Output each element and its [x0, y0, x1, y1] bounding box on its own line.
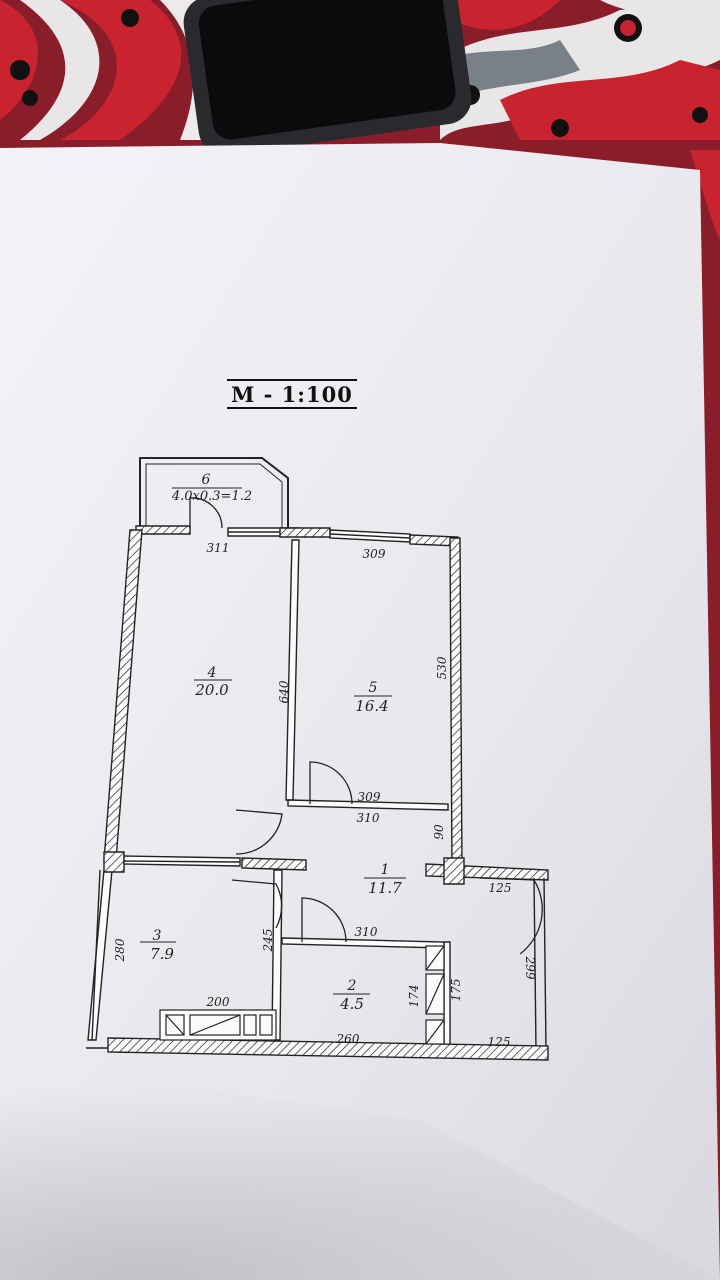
fixtures	[159, 945, 445, 1045]
dim-280: 280	[113, 938, 127, 962]
paper-sheet	[0, 143, 720, 1280]
room-2: 2 4.5	[333, 978, 370, 1013]
dim-310-mid: 310	[357, 811, 380, 825]
room-3-number: 3	[153, 928, 162, 944]
dim-309-mid: 309	[358, 790, 381, 804]
dim-175: 175	[449, 979, 463, 1002]
doors	[189, 497, 543, 955]
room-5: 5 16.4	[354, 680, 392, 715]
dim-299: 299	[523, 956, 537, 980]
room-3: 3 7.9	[140, 928, 176, 963]
room-6: 6 4.0x0.3=1.2	[171, 472, 252, 504]
plan-walls	[86, 457, 549, 1061]
room-4-area: 20.0	[194, 681, 229, 699]
room-6-number: 6	[202, 472, 211, 488]
room-5-number: 5	[369, 680, 378, 696]
room-4: 4 20.0	[194, 665, 232, 699]
room-1-number: 1	[381, 862, 390, 878]
room-3-area: 7.9	[150, 945, 174, 963]
dim-530: 530	[435, 656, 449, 679]
dim-200: 200	[206, 995, 230, 1009]
room-6-area: 4.0x0.3=1.2	[171, 489, 252, 504]
dim-311: 311	[207, 541, 230, 555]
scale-label: M - 1:100	[231, 382, 353, 407]
dim-310-low: 310	[355, 925, 378, 939]
dim-260: 260	[336, 1032, 360, 1046]
room-1-area: 11.7	[368, 879, 402, 897]
room-4-number: 4	[207, 665, 217, 681]
dimension-labels: 311 309 640 530 309 310 90 125 310 280 2…	[113, 541, 537, 1049]
dim-125-top: 125	[489, 881, 512, 895]
room-2-number: 2	[347, 978, 357, 994]
room-2-area: 4.5	[339, 995, 364, 1013]
room-1: 1 11.7	[364, 862, 406, 897]
dim-174: 174	[407, 985, 421, 1008]
dim-309-top: 309	[363, 547, 386, 561]
phone	[183, 0, 472, 156]
dim-245: 245	[261, 929, 275, 953]
room-5-area: 16.4	[355, 697, 388, 715]
dim-90: 90	[432, 824, 446, 840]
dim-125-bottom: 125	[488, 1035, 511, 1049]
scale-title: M - 1:100	[227, 379, 357, 409]
dim-640: 640	[277, 680, 291, 703]
